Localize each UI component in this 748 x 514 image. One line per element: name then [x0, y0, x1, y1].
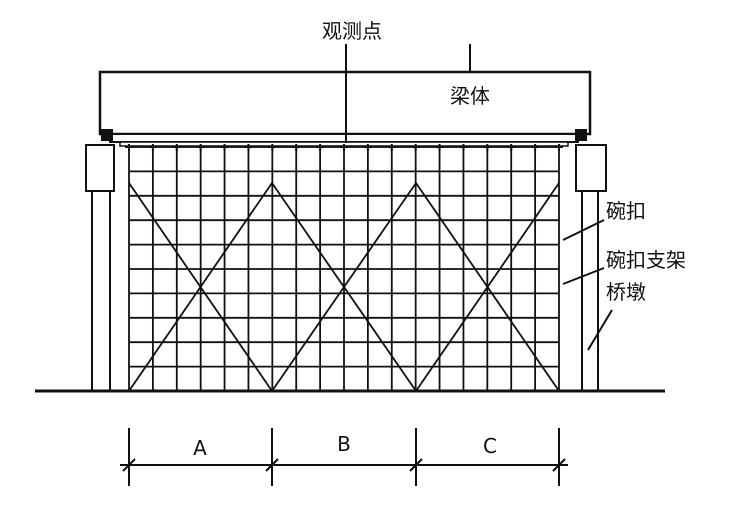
bowl-buckle-support-leader: [562, 267, 605, 285]
diagonal-brace: [415, 182, 560, 392]
right-pier: [575, 144, 607, 391]
pier-leader: [587, 309, 613, 351]
dimension-line: [120, 428, 568, 486]
observation-point-label: 观测点: [322, 19, 382, 43]
span-b-label: B: [337, 432, 351, 456]
span-c-label: C: [483, 434, 497, 458]
beam-bottom-formwork: [109, 133, 579, 143]
pier-label: 桥墩: [606, 280, 646, 304]
bowl-buckle-leader: [562, 219, 605, 241]
beam-label: 梁体: [450, 84, 490, 108]
span-a-label: A: [193, 436, 207, 460]
bowl-buckle-label: 碗扣: [606, 199, 646, 223]
left-bearing: [101, 129, 113, 141]
right-bearing: [575, 129, 587, 141]
left-pier: [85, 144, 115, 391]
diagonal-brace: [271, 182, 417, 392]
bowl-buckle-support-label: 碗扣支架: [606, 248, 686, 272]
top-supports: [125, 144, 563, 151]
diagonal-brace: [128, 182, 273, 392]
bowl-buckle-support-frame: [128, 146, 560, 392]
